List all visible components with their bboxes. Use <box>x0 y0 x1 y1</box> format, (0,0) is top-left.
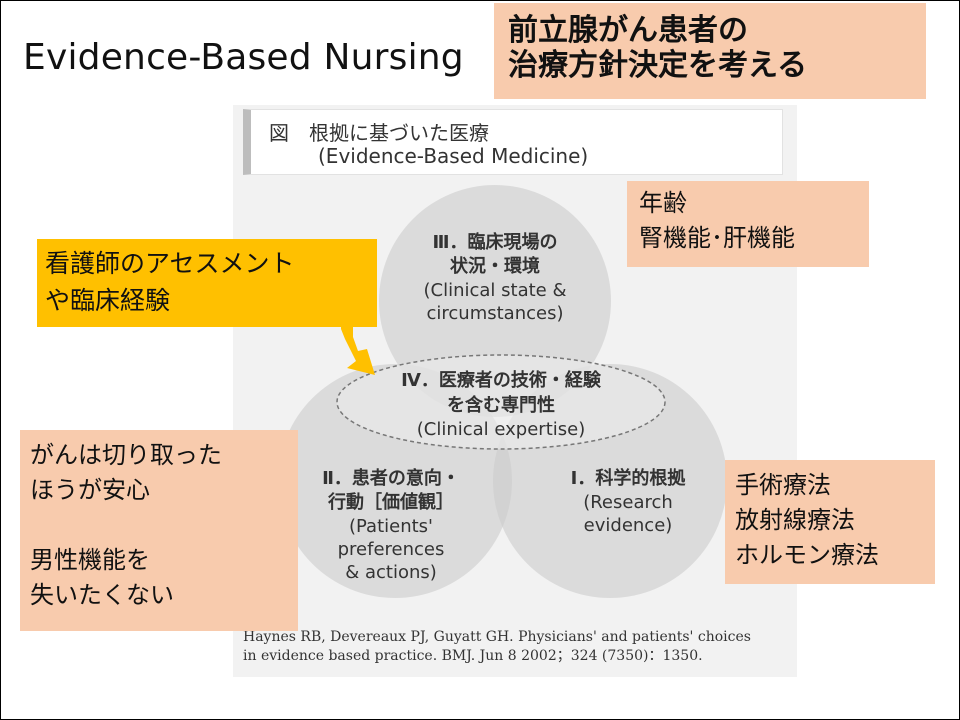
note-nurse-assessment: 看護師のアセスメント や臨床経験 <box>37 239 377 327</box>
note-line: 腎機能･肝機能 <box>639 224 795 252</box>
venn-label-ja: Ⅰ．科学的根拠 <box>570 468 686 489</box>
venn-label-ja: Ⅱ．患者の意向・ <box>322 468 460 489</box>
venn-label-ja: 行動［価値観］ <box>328 492 454 513</box>
note-line: や臨床経験 <box>45 286 171 315</box>
venn-label-patients: Ⅱ．患者の意向・ 行動［価値観］ (Patients' preferences … <box>291 467 491 584</box>
note-age-organ-function: 年齢 腎機能･肝機能 <box>627 181 869 267</box>
note-line <box>30 508 298 543</box>
note-line: 手術療法 <box>735 471 831 499</box>
venn-label-en: (Clinical state & <box>423 280 567 301</box>
figure-caption-ja: 図 根拠に基づいた医療 <box>269 121 489 145</box>
venn-label-clinical-state: Ⅲ．臨床現場の 状況・環境 (Clinical state & circumst… <box>395 231 595 325</box>
note-line: ほうが安心 <box>30 476 150 504</box>
topic-line: 治療方針決定を考える <box>508 48 808 83</box>
topic-line: 前立腺がん患者の <box>508 13 748 48</box>
note-treatment-options: 手術療法 放射線療法 ホルモン療法 <box>725 460 935 584</box>
note-line: 男性機能を <box>30 546 150 574</box>
venn-label-en: circumstances) <box>426 303 564 324</box>
venn-label-research: Ⅰ．科学的根拠 (Research evidence) <box>528 467 728 537</box>
note-line: ホルモン療法 <box>735 541 879 569</box>
venn-label-en: evidence) <box>583 515 673 536</box>
slide-title: Evidence-Based Nursing <box>23 37 464 78</box>
venn-label-ja: Ⅲ．臨床現場の <box>432 232 558 253</box>
venn-diagram <box>278 185 727 598</box>
venn-label-en: & actions) <box>345 562 437 583</box>
venn-label-ja: 状況・環境 <box>450 256 540 277</box>
venn-label-ja: を含む専門性 <box>447 395 555 416</box>
venn-label-en: preferences <box>337 539 445 560</box>
topic-box: 前立腺がん患者の 治療方針決定を考える <box>494 3 926 99</box>
figure-caption-box <box>243 109 783 175</box>
venn-label-expertise: Ⅳ．医療者の技術・経験 を含む専門性 (Clinical expertise) <box>381 368 621 441</box>
venn-ellipse-expertise <box>336 354 666 450</box>
note-line: がんは切り取った <box>30 441 222 469</box>
venn-label-en: (Patients' <box>348 516 434 537</box>
note-line: 放射線療法 <box>735 506 855 534</box>
venn-label-ja: Ⅳ．医療者の技術・経験 <box>401 370 601 391</box>
note-line: 年齢 <box>639 189 687 217</box>
note-patient-preferences: がんは切り取った ほうが安心 男性機能を 失いたくない <box>20 430 298 631</box>
figure-caption-en: (Evidence-Based Medicine) <box>318 144 589 168</box>
reference-line: Haynes RB, Devereaux PJ, Guyatt GH. Phys… <box>243 629 751 645</box>
note-line: 看護師のアセスメント <box>45 249 295 278</box>
figure-reference: Haynes RB, Devereaux PJ, Guyatt GH. Phys… <box>243 628 751 666</box>
note-line: 失いたくない <box>30 581 174 609</box>
venn-label-en: (Research <box>583 492 673 513</box>
reference-line: in evidence based practice. BMJ. Jun 8 2… <box>243 648 703 664</box>
venn-label-en: (Clinical expertise) <box>416 419 586 440</box>
